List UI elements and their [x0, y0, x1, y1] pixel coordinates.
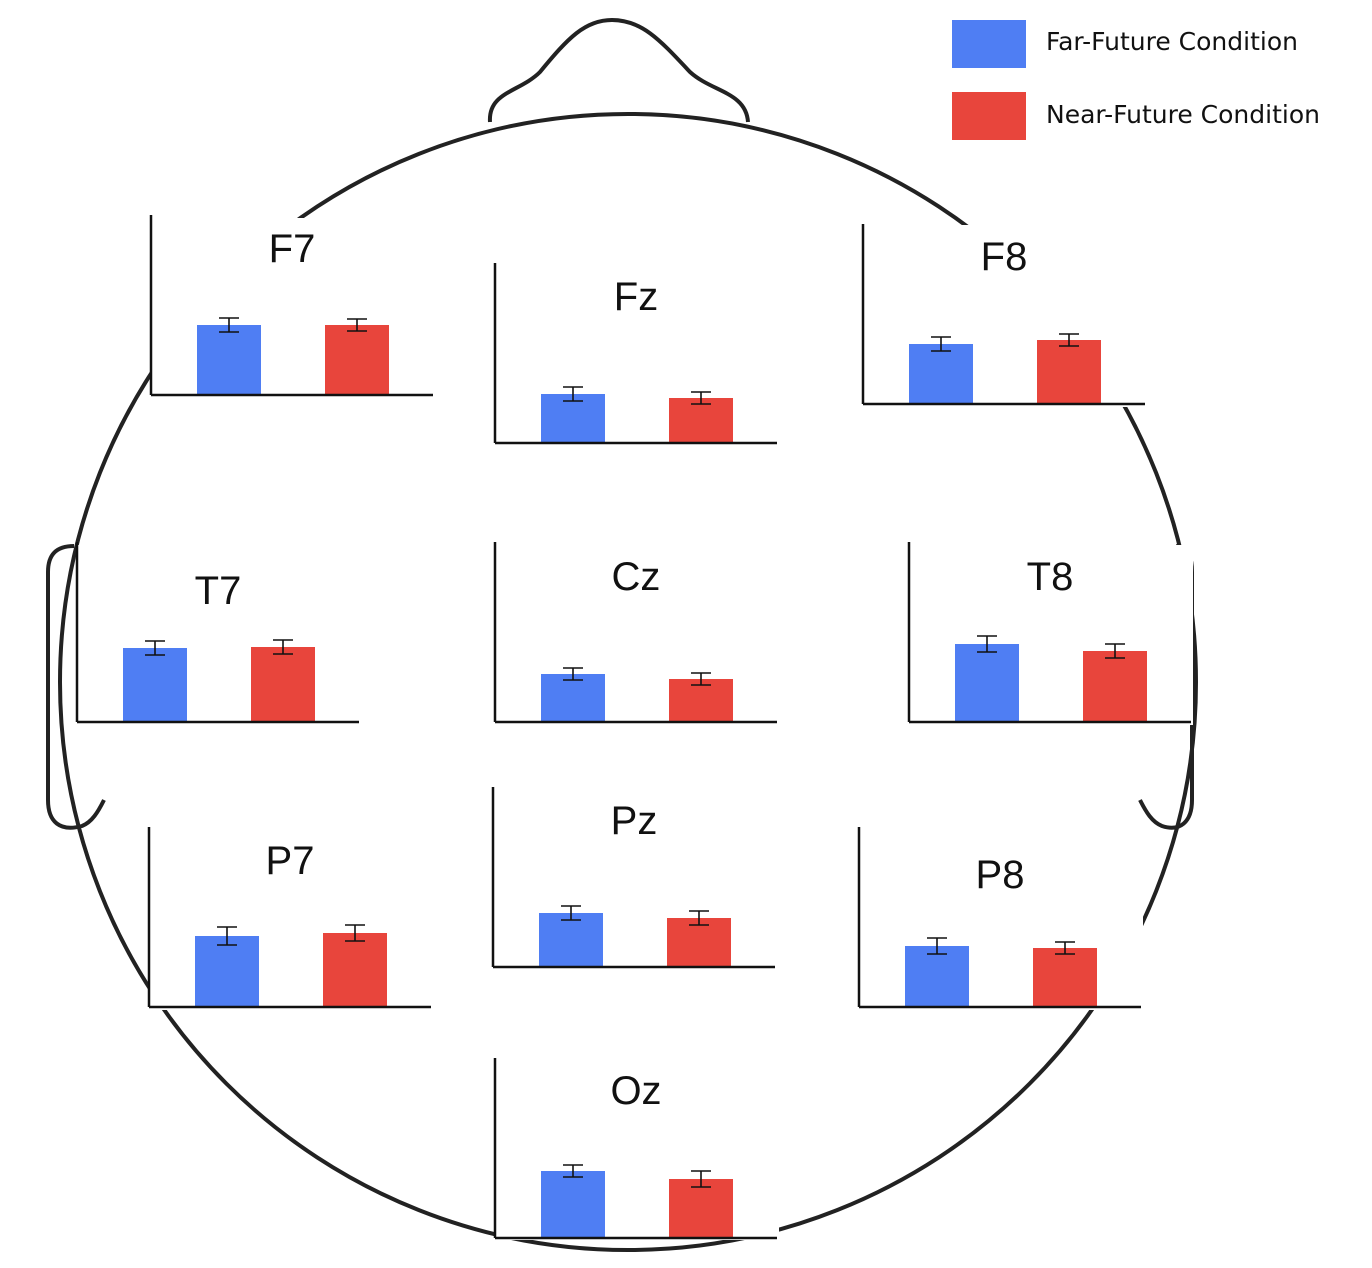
error-bar-far-future: [561, 905, 581, 921]
legend-label-near: Near-Future Condition: [1046, 100, 1320, 129]
panel-title: Cz: [612, 555, 661, 599]
legend-label-far: Far-Future Condition: [1046, 27, 1298, 56]
nose-outline: [487, 17, 750, 123]
bar-far-future: [123, 648, 187, 722]
bar-far-future: [909, 344, 973, 404]
bar-near-future: [1037, 340, 1101, 404]
bar-near-future: [1033, 948, 1097, 1007]
panel-title: F7: [269, 227, 316, 271]
error-bar-near-future: [1059, 333, 1079, 347]
error-bar-far-future: [217, 926, 237, 946]
bar-far-future: [539, 913, 603, 967]
error-bar-near-future: [273, 639, 293, 655]
bar-near-future: [669, 679, 733, 722]
bar-far-future: [197, 325, 261, 395]
panel-p7: P7: [147, 827, 431, 1009]
bar-near-future: [667, 918, 731, 967]
error-bar-near-future: [689, 910, 709, 926]
error-bar-near-future: [691, 391, 711, 405]
left-ear-outline: [46, 544, 106, 830]
panel-title: Fz: [614, 275, 658, 319]
panel-f7: F7: [149, 215, 433, 397]
bar-near-future: [669, 1179, 733, 1238]
bar-near-future: [669, 398, 733, 443]
legend-swatch-far: [952, 20, 1026, 68]
panel-title: T7: [195, 569, 242, 613]
bar-far-future: [905, 946, 969, 1007]
error-bar-near-future: [345, 924, 365, 942]
error-bar-far-future: [145, 640, 165, 656]
panel-t8: T8: [907, 542, 1191, 724]
head-outline: [46, 17, 1198, 1252]
error-bar-near-future: [691, 1170, 711, 1188]
error-bar-far-future: [563, 1164, 583, 1178]
bar-near-future: [325, 325, 389, 395]
bar-far-future: [541, 1171, 605, 1238]
legend-swatch-near: [952, 92, 1026, 140]
panel-cz: Cz: [493, 542, 777, 724]
panel-f8: F8: [861, 224, 1145, 406]
head-circle: [58, 112, 1198, 1252]
panel-title: Oz: [610, 1069, 661, 1113]
bar-far-future: [955, 644, 1019, 722]
panel-title: P7: [266, 839, 315, 883]
error-bar-far-future: [219, 317, 239, 333]
bar-far-future: [195, 936, 259, 1007]
panel-title: Pz: [611, 799, 658, 843]
error-bar-near-future: [347, 318, 367, 332]
panel-fz: Fz: [493, 263, 777, 445]
legend: Far-Future Condition Near-Future Conditi…: [952, 20, 1320, 140]
bar-far-future: [541, 674, 605, 722]
panel-oz: Oz: [493, 1058, 777, 1240]
panel-pz: Pz: [491, 787, 775, 969]
panel-title: F8: [981, 235, 1028, 279]
panel-title: P8: [976, 853, 1025, 897]
error-bar-near-future: [1055, 941, 1075, 955]
error-bar-far-future: [931, 336, 951, 352]
bar-near-future: [251, 647, 315, 722]
panel-title: T8: [1027, 555, 1074, 599]
bar-near-future: [323, 933, 387, 1007]
error-bar-far-future: [563, 386, 583, 402]
error-bar-far-future: [563, 667, 583, 681]
panel-p8: P8: [857, 827, 1141, 1009]
bar-near-future: [1083, 651, 1147, 722]
error-bar-far-future: [977, 635, 997, 653]
error-bar-near-future: [1105, 643, 1125, 659]
error-bar-near-future: [691, 672, 711, 686]
bar-far-future: [541, 394, 605, 443]
error-bar-far-future: [927, 937, 947, 955]
panel-t7: T7: [75, 542, 359, 724]
